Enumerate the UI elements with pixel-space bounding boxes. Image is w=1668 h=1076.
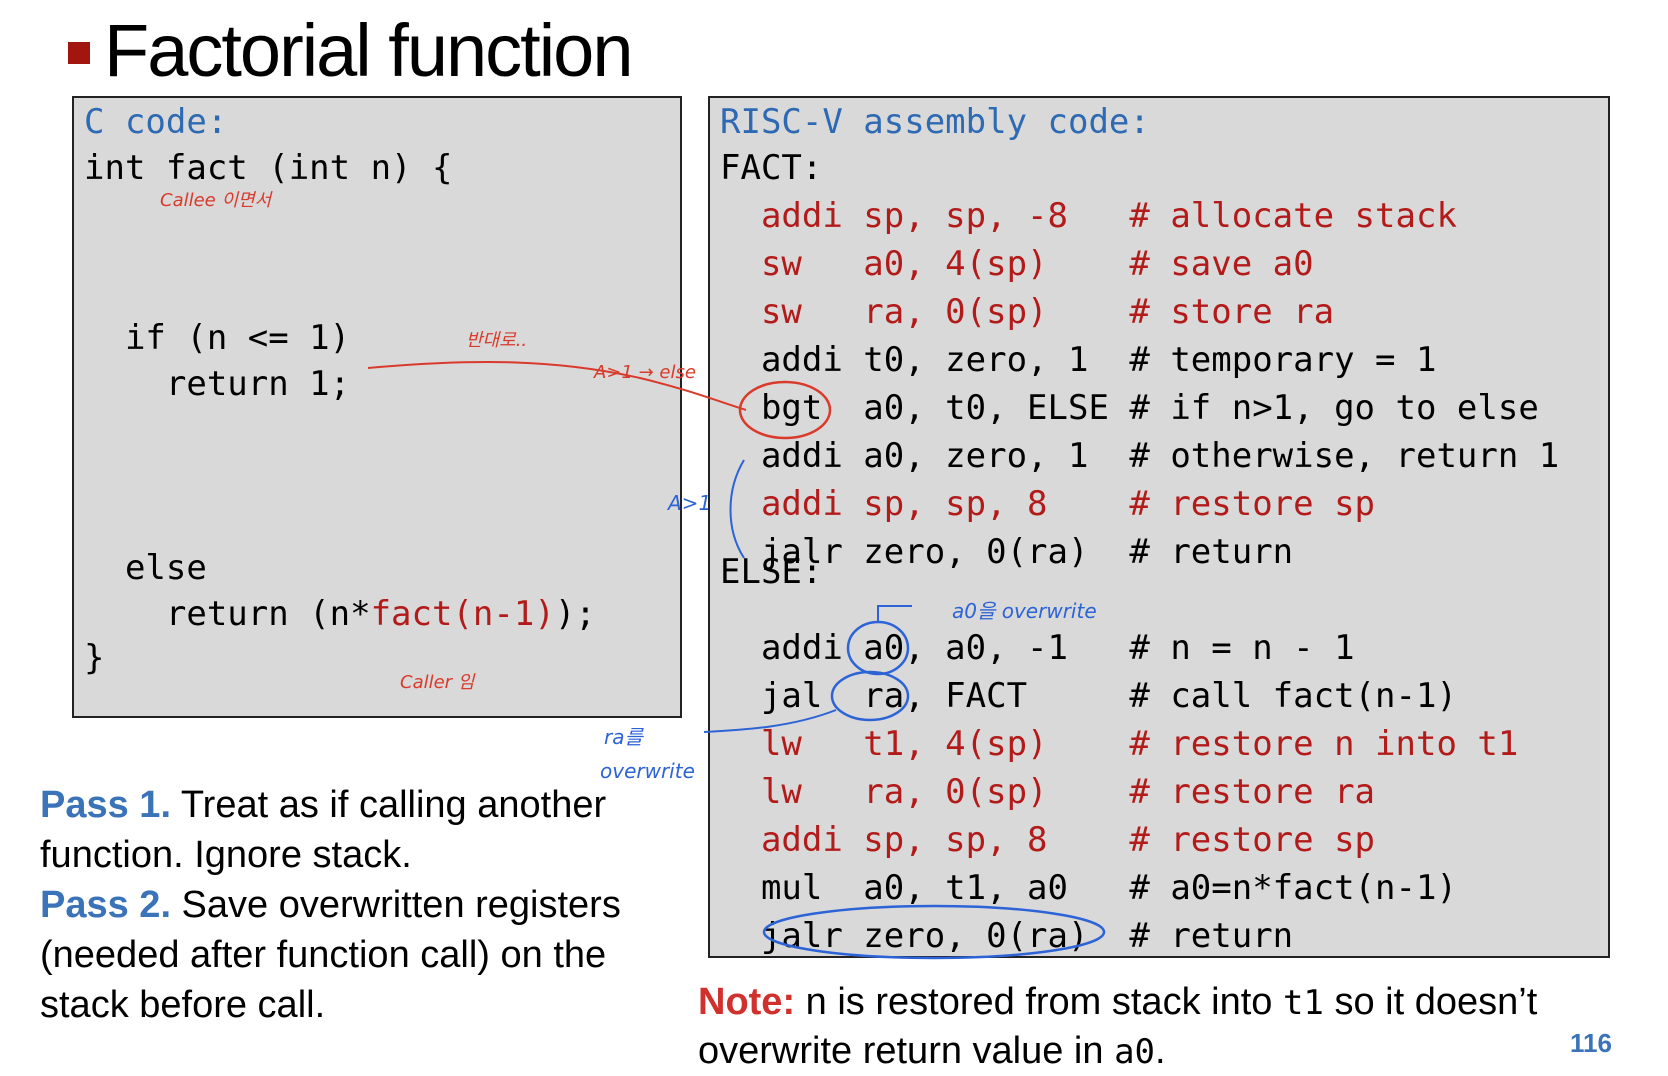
pass-1-text: Treat as if calling another function. Ig… — [40, 784, 607, 876]
pass-1-label: Pass 1. — [40, 784, 171, 826]
arrow-if-to-bgt — [367, 361, 747, 411]
c-code-if: if (n <= 1) — [84, 318, 351, 358]
c-code-else: else — [84, 548, 207, 588]
note-text-1: n is restored from stack into — [795, 981, 1283, 1023]
c-code-close: } — [84, 638, 105, 678]
asm-code-header: RISC-V assembly code: — [720, 102, 1150, 142]
circle-final-return — [762, 904, 1106, 960]
note-a-gt-1: A>1 — [666, 491, 711, 515]
c-code-return1: return 1; — [84, 364, 351, 404]
circle-a0 — [846, 620, 910, 676]
note-callee: Callee 이면서 — [160, 190, 274, 211]
note-opposite: 반대로.. — [466, 330, 527, 351]
c-code-return-recursive: return (n*fact(n-1)); — [84, 590, 596, 638]
note-ra-1: ra를 — [604, 725, 644, 749]
asm-line: lw t1, 4(sp) # restore n into t1 — [720, 724, 1519, 764]
asm-line: addi sp, sp, 8 # restore sp — [720, 484, 1376, 524]
note-caller: Caller 임 — [400, 672, 476, 693]
pass-2-label: Pass 2. — [40, 884, 171, 926]
note-ra-2: overwrite — [600, 759, 695, 783]
asm-else-label: ELSE: — [720, 552, 823, 592]
pass-2-text: Save overwritten registers (needed after… — [40, 884, 621, 1026]
asm-line: lw ra, 0(sp) # restore ra — [720, 772, 1376, 812]
note-a0-overwrite: a0을 overwrite — [952, 599, 1097, 623]
note-label: Note: — [698, 981, 796, 1023]
asm-line: addi a0, zero, 1 # otherwise, return 1 — [720, 436, 1560, 476]
asm-fact-label: FACT: — [720, 148, 823, 188]
asm-line: mul a0, t1, a0 # a0=n*fact(n-1) — [720, 868, 1457, 908]
asm-code-box: RISC-V assembly code: FACT: addi sp, sp,… — [708, 96, 1610, 958]
pass-2: Pass 2. Save overwritten registers (need… — [40, 880, 680, 1030]
note-text-3: . — [1155, 1030, 1166, 1072]
c-code-box: C code: int fact (int n) { if (n <= 1) r… — [72, 96, 682, 718]
bracket-base-case — [729, 459, 745, 559]
asm-line: addi a0, a0, -1 # n = n - 1 — [720, 628, 1355, 668]
circle-bgt — [738, 380, 832, 440]
asm-line: addi sp, sp, -8 # allocate stack — [720, 196, 1457, 236]
slide-title: Factorial function — [104, 9, 633, 92]
title-bullet — [68, 42, 90, 64]
arrow-a0 — [877, 605, 912, 622]
asm-line: jalr zero, 0(ra) # return — [720, 532, 1294, 572]
asm-line: sw ra, 0(sp) # store ra — [720, 292, 1335, 332]
c-ret-call: fact(n-1) — [370, 594, 555, 634]
asm-line: addi t0, zero, 1 # temporary = 1 — [720, 340, 1437, 380]
note-reg-t1: t1 — [1282, 983, 1324, 1023]
page-number: 116 — [1570, 1028, 1612, 1058]
pass-1: Pass 1. Treat as if calling another func… — [40, 780, 680, 880]
circle-ra — [830, 670, 910, 722]
asm-line: addi sp, sp, 8 # restore sp — [720, 820, 1376, 860]
c-code-header: C code: — [84, 102, 228, 142]
asm-line: sw a0, 4(sp) # save a0 — [720, 244, 1314, 284]
asm-line: bgt a0, t0, ELSE # if n>1, go to else — [720, 388, 1539, 428]
arrow-ra — [703, 709, 837, 733]
note-to-else: A>1 → else — [593, 362, 696, 383]
asm-line: jal ra, FACT # call fact(n-1) — [720, 676, 1457, 716]
c-code-signature: int fact (int n) { — [84, 148, 453, 188]
c-ret-prefix: return (n* — [84, 594, 371, 634]
c-ret-suffix: ); — [554, 594, 596, 634]
